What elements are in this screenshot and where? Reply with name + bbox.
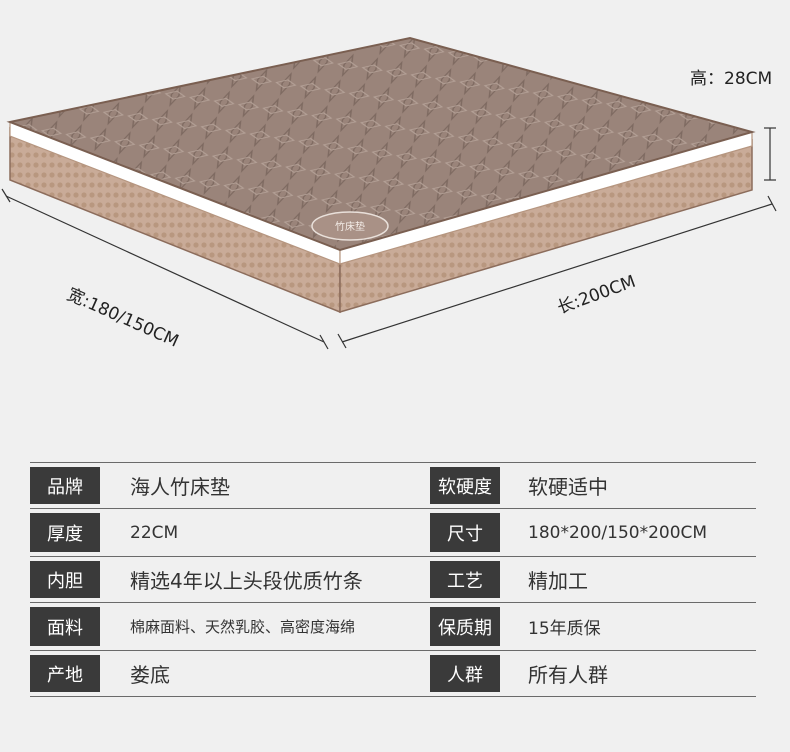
spec-key: 保质期 — [430, 607, 500, 646]
spec-key: 厚度 — [30, 513, 100, 552]
spec-value: 娄底 — [130, 663, 170, 687]
spec-key: 软硬度 — [430, 467, 500, 504]
product-image: 竹床垫 高：28CM 宽:180/150CM 长:200CM — [1, 36, 777, 352]
spec-table: 品牌 海人竹床垫 软硬度 软硬适中 厚度 22CM 尺寸 180*200/150… — [30, 462, 756, 697]
spec-key: 工艺 — [430, 561, 500, 598]
width-line — [5, 195, 325, 343]
spec-key: 内胆 — [30, 561, 100, 598]
brand-badge — [311, 211, 389, 241]
spec-row: 产地 娄底 人群 所有人群 — [30, 651, 756, 697]
spec-key: 面料 — [30, 607, 100, 646]
spec-value: 15年质保 — [528, 619, 601, 639]
spec-value: 所有人群 — [528, 663, 608, 687]
brand-badge-text: 竹床垫 — [335, 220, 365, 233]
spec-row: 品牌 海人竹床垫 软硬度 软硬适中 — [30, 463, 756, 509]
spec-key: 尺寸 — [430, 513, 500, 552]
spec-row: 内胆 精选4年以上头段优质竹条 工艺 精加工 — [30, 557, 756, 603]
spec-key: 人群 — [430, 655, 500, 692]
spec-value: 精加工 — [528, 569, 588, 593]
spec-value: 海人竹床垫 — [130, 475, 230, 499]
length-line — [341, 203, 773, 343]
spec-value: 棉麻面料、天然乳胶、高密度海绵 — [130, 618, 356, 636]
height-label: 高：28CM — [690, 69, 773, 89]
spec-row: 厚度 22CM 尺寸 180*200/150*200CM — [30, 509, 756, 557]
spec-key: 产地 — [30, 655, 100, 692]
spec-value: 180*200/150*200CM — [528, 522, 708, 543]
spec-value: 22CM — [130, 522, 179, 543]
spec-row: 面料 棉麻面料、天然乳胶、高密度海绵 保质期 15年质保 — [30, 603, 756, 651]
mattress-top — [6, 36, 756, 252]
spec-value: 精选4年以上头段优质竹条 — [130, 569, 363, 593]
spec-key: 品牌 — [30, 467, 100, 504]
spec-value: 软硬适中 — [528, 475, 608, 499]
mattress-illustration: 竹床垫 — [1, 36, 777, 350]
